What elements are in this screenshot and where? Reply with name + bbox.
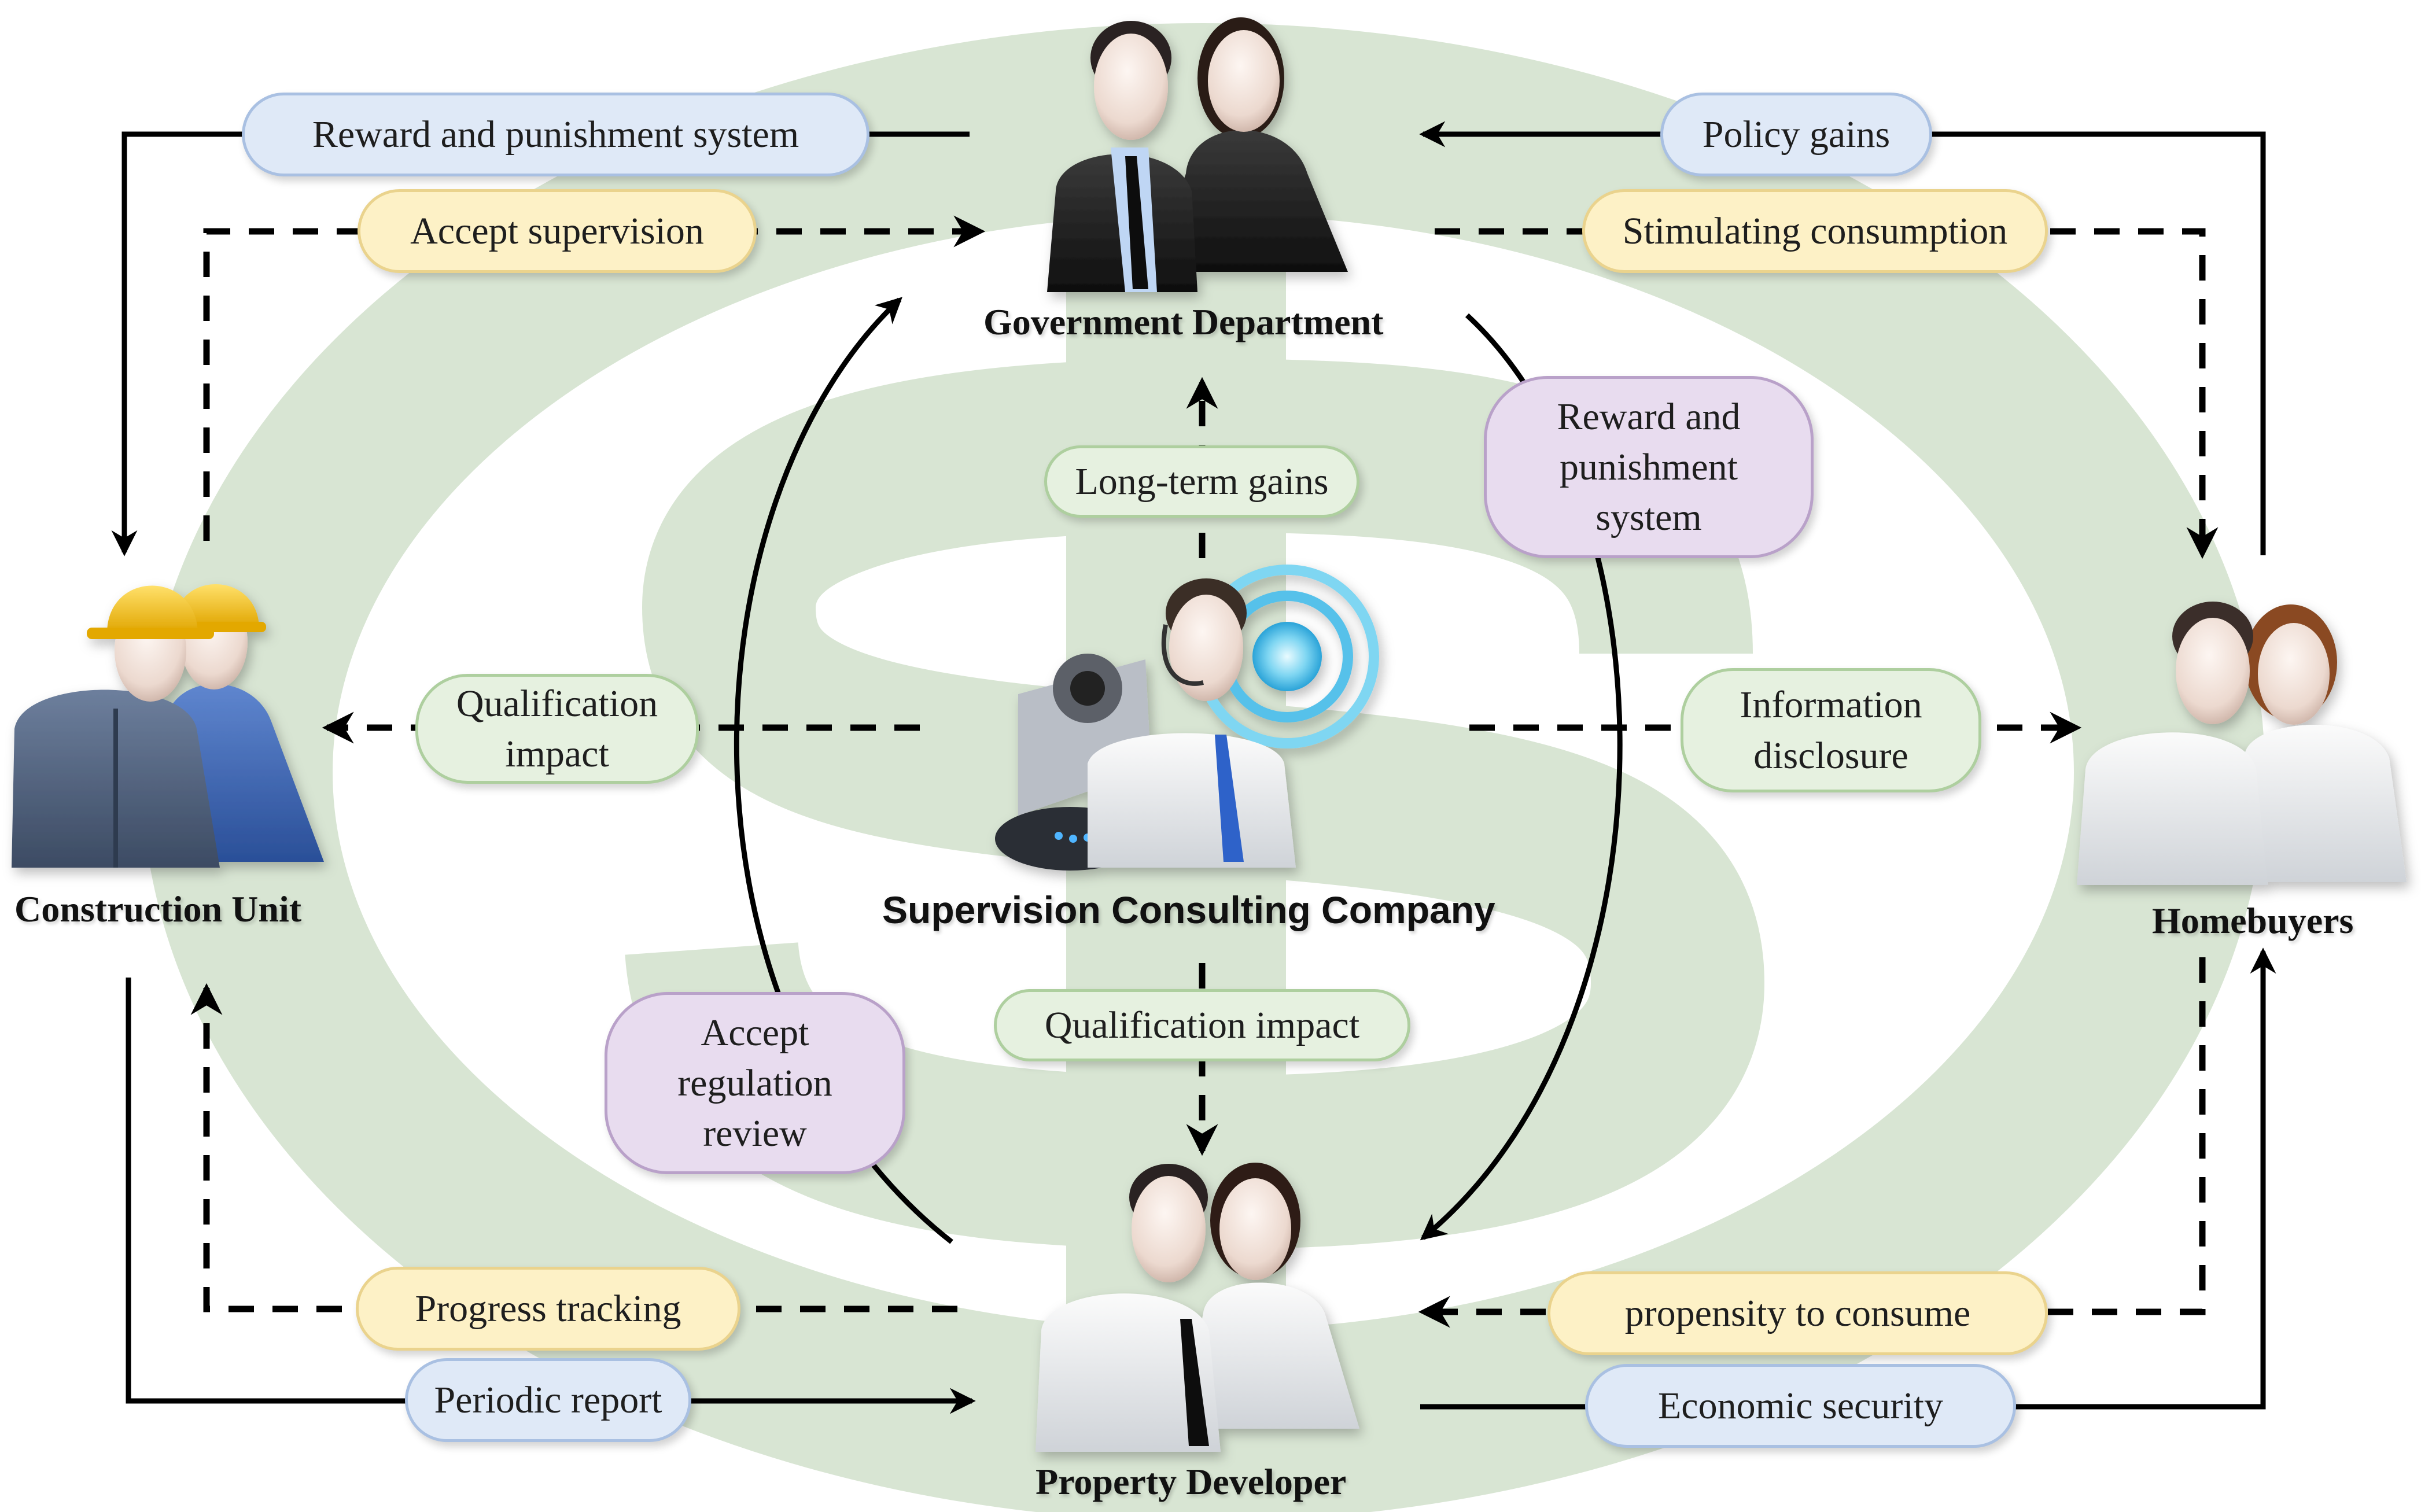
construction-workers-icon bbox=[12, 584, 324, 868]
economic-security-pill: Economic security bbox=[1585, 1364, 2016, 1448]
government-department-label: Government Department bbox=[983, 301, 1384, 342]
accept-supervision-pill: Accept supervision bbox=[358, 189, 757, 273]
reward-punishment-pill-right: Reward and punishment system bbox=[1484, 376, 1814, 558]
periodic-report-pill: Periodic report bbox=[405, 1358, 691, 1442]
accept-regulation-review-pill: Accept regulation review bbox=[605, 992, 905, 1174]
progress-tracking-pill: Progress tracking bbox=[356, 1267, 740, 1351]
developer-people-icon bbox=[1036, 1163, 1359, 1452]
property-developer-label: Property Developer bbox=[1036, 1461, 1347, 1502]
homebuyers-label: Homebuyers bbox=[2152, 900, 2354, 941]
homebuyers-people-icon bbox=[2077, 602, 2407, 885]
information-disclosure-pill: Information disclosure bbox=[1681, 668, 1981, 792]
qualification-impact-pill-left: Qualification impact bbox=[415, 674, 699, 784]
government-people-icon bbox=[1047, 17, 1348, 292]
policy-gains-pill: Policy gains bbox=[1660, 93, 1932, 176]
supervision-consulting-label: Supervision Consulting Company bbox=[882, 888, 1495, 931]
stimulating-consumption-pill: Stimulating consumption bbox=[1582, 189, 2048, 273]
reward-punishment-pill-top: Reward and punishment system bbox=[242, 93, 869, 176]
qualification-impact-pill-bottom: Qualification impact bbox=[994, 989, 1410, 1061]
construction-unit-label: Construction Unit bbox=[14, 888, 302, 930]
supervision-consultant-icon bbox=[995, 565, 1379, 871]
propensity-to-consume-pill: propensity to consume bbox=[1547, 1271, 2048, 1355]
long-term-gains-pill: Long-term gains bbox=[1044, 445, 1359, 518]
